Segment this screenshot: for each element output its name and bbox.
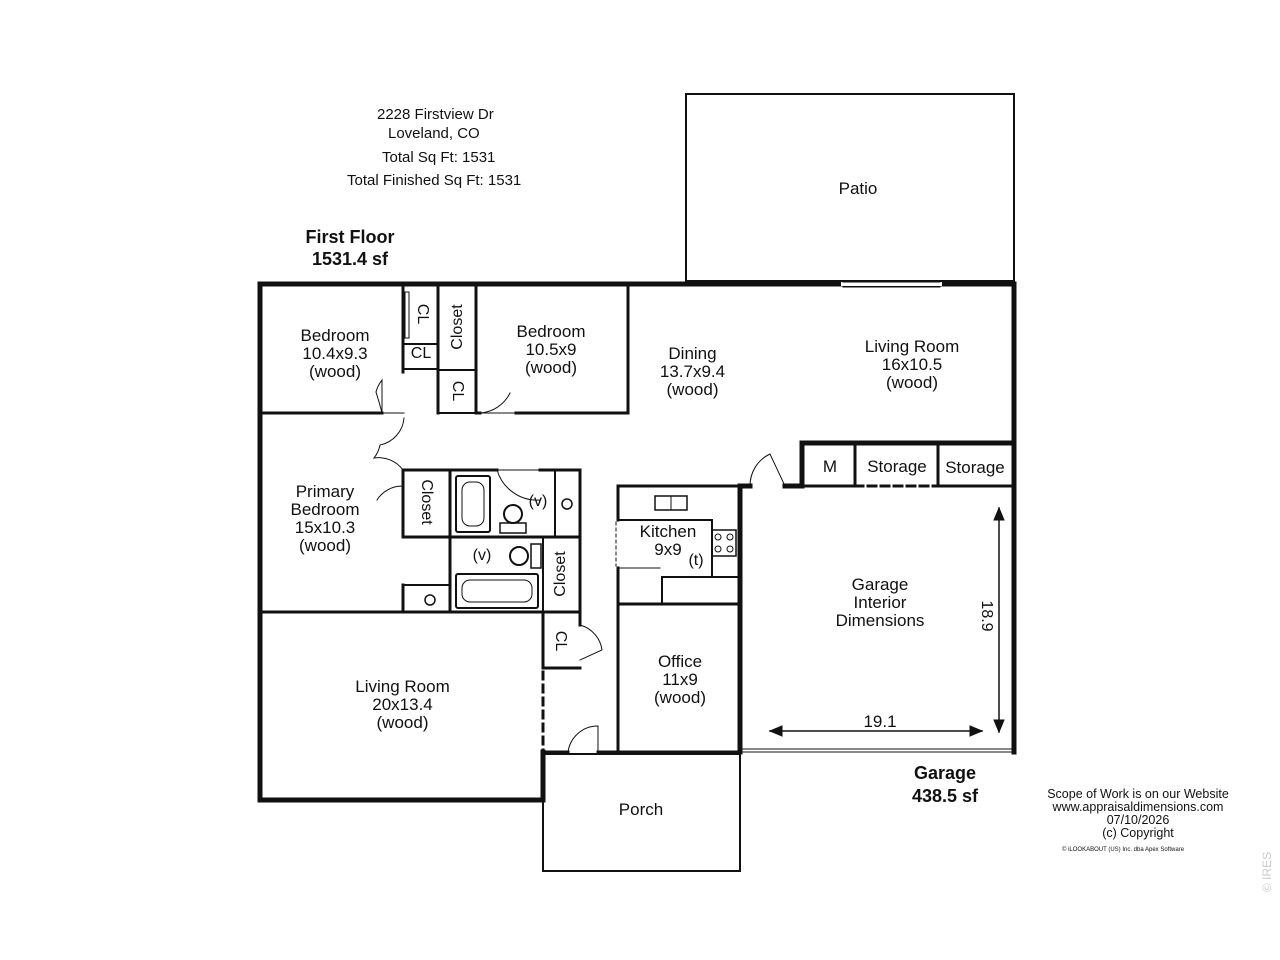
storage-label-2: Storage [945,458,1005,477]
room-floor: (wood) [299,535,351,555]
garage-width: 19.1 [863,712,897,731]
closet-label: CL [410,345,432,362]
address-line-1: 2228 Firstview Dr [377,106,494,123]
closet-label: CL [449,380,466,402]
room-bedroom-2: Bedroom 10.5x9 (wood) [496,323,606,377]
room-name: Primary [295,482,355,501]
closet-label: Closet [449,304,466,350]
storage-label-1: Storage [867,457,927,476]
room-name: Office [657,652,703,671]
closet-label: Closet [418,479,435,525]
room-bedroom-1: Bedroom 10.4x9.3 (wood) [280,327,390,381]
room-dining: Dining 13.7x9.4 (wood) [640,345,745,399]
floor-name: First Floor [305,227,395,247]
exterior-wall-left [257,281,546,803]
room-name: Bedroom [300,326,370,345]
room-name: Dining [668,344,717,363]
room-dims: 10.5x9 [525,339,577,359]
watermark: © IRES [1260,851,1275,893]
copyright: (c) Copyright [1102,826,1174,841]
closet-label: CL [414,303,431,325]
software-credit: © iLOOKABOUT (US) Inc. dba Apex Software [1062,847,1185,853]
room-floor: (wood) [886,372,938,392]
room-floor: (wood) [376,712,429,732]
patio-label: Patio [838,179,878,198]
vanity-label: (v) [472,547,492,564]
porch-outline [542,753,741,872]
room-name: Living Room [355,677,450,696]
total-finished-sqft: Total Finished Sq Ft: 1531 [347,172,522,189]
room-dims: 20x13.4 [372,694,433,714]
room-dims: 15x10.3 [294,517,356,537]
room-name: Living Room [864,337,960,356]
room-living-bottom: Living Room 20x13.4 (wood) [335,678,470,732]
room-living-top: Living Room 16x10.5 (wood) [852,338,972,392]
room-name: Bedroom [516,322,586,341]
address-line-2: Loveland, CO [388,125,480,142]
garage-area-label: Garage 438.5 sf [885,764,1005,806]
closet-label: Closet [552,551,569,597]
room-name-3: Dimensions [835,610,925,630]
room-name-2: Bedroom [290,499,360,519]
room-dims: 10.4x9.3 [302,343,368,363]
room-primary-bedroom: Primary Bedroom 15x10.3 (wood) [270,483,380,554]
room-kitchen: Kitchen 9x9 [628,523,708,559]
total-sqft: Total Sq Ft: 1531 [382,149,496,166]
room-dims: 11x9 [662,669,698,689]
floor-label: First Floor 1531.4 sf [290,228,410,269]
porch-label: Porch [618,800,664,819]
room-floor: (wood) [654,687,706,707]
room-office: Office 11x9 (wood) [630,653,730,707]
room-name: Kitchen [639,522,697,541]
patio-outline [685,93,1015,282]
garage-name: Garage [913,763,977,783]
room-dims: 16x10.5 [881,354,943,374]
footer-notes: Scope of Work is on our Website www.appr… [1038,787,1238,841]
room-name: Garage [851,575,909,594]
date: 07/10/2026 [1106,813,1170,828]
scope-note: Scope of Work is on our Website [1047,787,1229,801]
floor-area: 1531.4 sf [311,248,389,269]
mech-label: M [822,457,838,476]
vanity-label: (v) [528,493,548,510]
room-garage: Garage Interior Dimensions [810,576,950,630]
kitchen-note: (t) [688,552,704,569]
room-floor: (wood) [525,357,577,377]
room-name-2: Interior [853,592,907,612]
room-dims: 13.7x9.4 [659,361,726,381]
room-floor: (wood) [666,379,719,399]
closet-label: CL [552,630,569,652]
room-dims: 9x9 [654,539,682,559]
website: www.appraisaldimensions.com [1052,800,1224,815]
garage-area: 438.5 sf [911,785,979,806]
garage-depth: 18.9 [978,600,995,632]
room-floor: (wood) [309,361,361,381]
